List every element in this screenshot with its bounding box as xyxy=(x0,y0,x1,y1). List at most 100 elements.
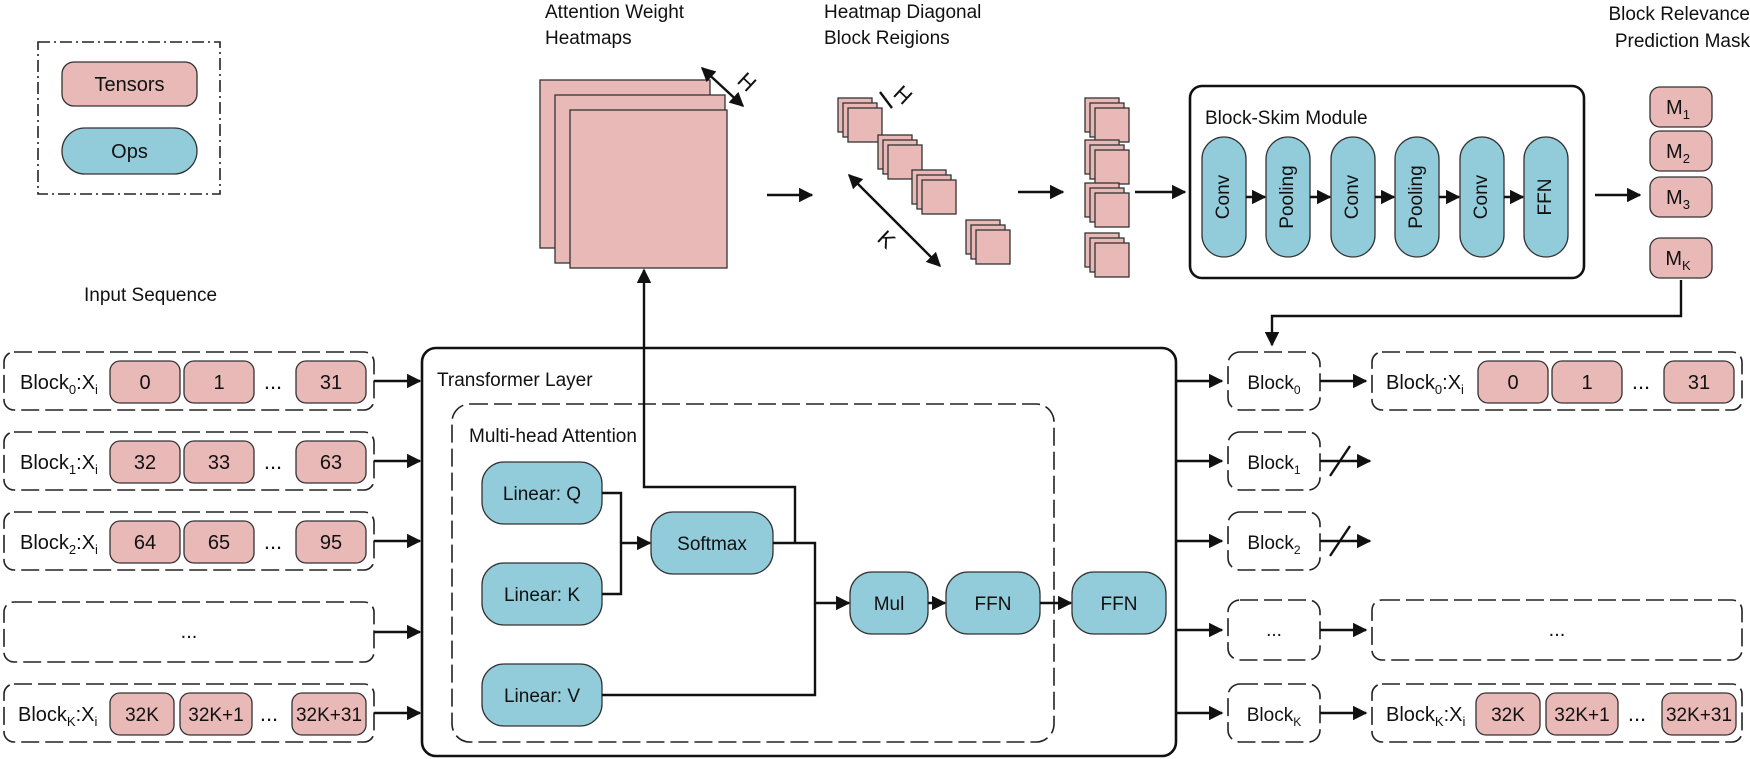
linear-k-label: Linear: K xyxy=(504,585,580,606)
input-block-label: Block0:Xi xyxy=(20,372,98,397)
diagonal-regions-title-line2: Block Reigions xyxy=(824,28,950,49)
heatmap-layer xyxy=(569,109,728,269)
attention-heatmaps-title-line2: Heatmaps xyxy=(545,28,632,49)
output-block-label: Block1 xyxy=(1247,453,1300,477)
skim-op-label: Pooling xyxy=(1406,165,1427,228)
relevance-mask-title-line2: Prediction Mask xyxy=(1615,31,1750,52)
token-label: 63 xyxy=(320,452,342,474)
token-label: 1 xyxy=(213,372,224,394)
input-sequence-title: Input Sequence xyxy=(84,285,217,306)
legend-tensor-swatch xyxy=(61,61,198,107)
extracted-block xyxy=(1094,149,1130,185)
token-cell xyxy=(109,360,181,404)
output-block-label: Block0 xyxy=(1247,373,1300,397)
attention-heatmaps-title-line1: Attention Weight xyxy=(545,2,685,23)
softmax-label: Softmax xyxy=(677,534,747,555)
token-label: 31 xyxy=(320,372,342,394)
kept-block-frame xyxy=(1371,351,1743,411)
token-label: 1 xyxy=(1581,372,1592,394)
token-cell xyxy=(109,692,175,736)
mask-cell xyxy=(1649,86,1713,128)
token-ellipsis: ... xyxy=(264,369,282,394)
kept-block-label: Block0:Xi xyxy=(1386,372,1464,397)
ffn-inner-label: FFN xyxy=(975,594,1012,615)
legend: Tensors Ops xyxy=(37,41,221,195)
token-cell xyxy=(1475,692,1541,736)
mask-cell xyxy=(1649,176,1713,218)
q-to-softmax-line xyxy=(602,491,623,543)
token-cell xyxy=(1545,692,1619,736)
token-cell xyxy=(183,360,255,404)
k-to-softmax-line xyxy=(602,535,652,596)
attention-heatmap-stack: H xyxy=(539,67,762,269)
skim-op-label: Conv xyxy=(1213,174,1234,219)
token-ellipsis: ... xyxy=(1628,701,1646,726)
skim-op-label: Conv xyxy=(1342,174,1363,219)
kept-ellipsis: ... xyxy=(1549,619,1566,641)
token-label: 33 xyxy=(208,452,230,474)
diagonal-block xyxy=(921,179,957,215)
mask-cell-label: MK xyxy=(1665,248,1691,273)
multi-head-attention-title: Multi-head Attention xyxy=(469,426,637,447)
mask-feedback-arrow xyxy=(1264,280,1683,347)
prediction-mask: M1 M2 M3 MK xyxy=(1649,86,1713,279)
diagonal-block-regions: H K xyxy=(837,80,1011,268)
relevance-mask-title-line1: Block Relevance xyxy=(1608,4,1750,25)
token-cell xyxy=(295,520,367,564)
token-cell xyxy=(1663,360,1735,404)
extracted-blocks-column xyxy=(1084,97,1130,278)
token-label: 32 xyxy=(134,452,156,474)
token-ellipsis: ... xyxy=(264,529,282,554)
token-label: 0 xyxy=(139,372,150,394)
token-cell xyxy=(109,520,181,564)
multi-head-attention-frame xyxy=(451,403,1055,743)
transformer-layer-title: Transformer Layer xyxy=(437,370,593,391)
heatmap-h-label: H xyxy=(733,67,762,96)
token-label: 64 xyxy=(134,532,156,554)
diagonal-k-label: K xyxy=(873,225,901,254)
diagonal-block xyxy=(975,229,1011,265)
token-label: 0 xyxy=(1507,372,1518,394)
output-ellipsis: ... xyxy=(1266,620,1282,641)
input-block-label: Block2:Xi xyxy=(20,532,98,557)
kept-block-label: BlockK:Xi xyxy=(1386,704,1465,729)
token-cell xyxy=(183,440,255,484)
softmax-to-heatmap-arrow xyxy=(636,268,797,543)
skip-slash xyxy=(1329,445,1351,477)
mask-cell-label: M2 xyxy=(1666,141,1690,166)
token-cell xyxy=(1551,360,1623,404)
diagonal-k-dimension-line xyxy=(847,173,942,268)
skim-op-label: Pooling xyxy=(1277,165,1298,228)
token-cell xyxy=(183,520,255,564)
softmax-to-mul-line xyxy=(773,541,851,611)
legend-ops-label: Ops xyxy=(111,141,148,163)
skim-op-label: Conv xyxy=(1471,174,1492,219)
block-skim-module: Block-Skim Module Conv Pooling Conv Pool… xyxy=(1188,84,1586,280)
block-skim-module-title: Block-Skim Module xyxy=(1205,108,1368,129)
legend-op-swatch xyxy=(61,127,198,175)
mask-cell xyxy=(1649,237,1713,279)
kept-block-frame xyxy=(1371,683,1743,743)
token-cell xyxy=(1477,360,1549,404)
extracted-block xyxy=(1094,192,1130,228)
token-cell xyxy=(295,440,367,484)
block-skim-module-frame xyxy=(1188,84,1586,280)
token-label: 32K+1 xyxy=(1554,705,1609,726)
skim-op-label: FFN xyxy=(1535,179,1556,216)
diagonal-h-label: H xyxy=(889,80,918,109)
token-cell xyxy=(109,440,181,484)
v-to-mul-line xyxy=(602,603,817,697)
token-cell xyxy=(295,360,367,404)
input-block-label: Block1:Xi xyxy=(20,452,98,477)
token-label: 32K xyxy=(1491,705,1525,726)
token-cell xyxy=(1661,692,1737,736)
linear-q-label: Linear: Q xyxy=(503,484,581,505)
diagonal-block xyxy=(847,107,883,143)
diagonal-h-dimension-line xyxy=(879,91,893,109)
token-label: 32K xyxy=(125,705,159,726)
mul-label: Mul xyxy=(874,594,905,615)
ffn-outer-label: FFN xyxy=(1101,594,1138,615)
token-label: 32K+31 xyxy=(1666,705,1732,726)
token-label: 32K+31 xyxy=(296,705,362,726)
